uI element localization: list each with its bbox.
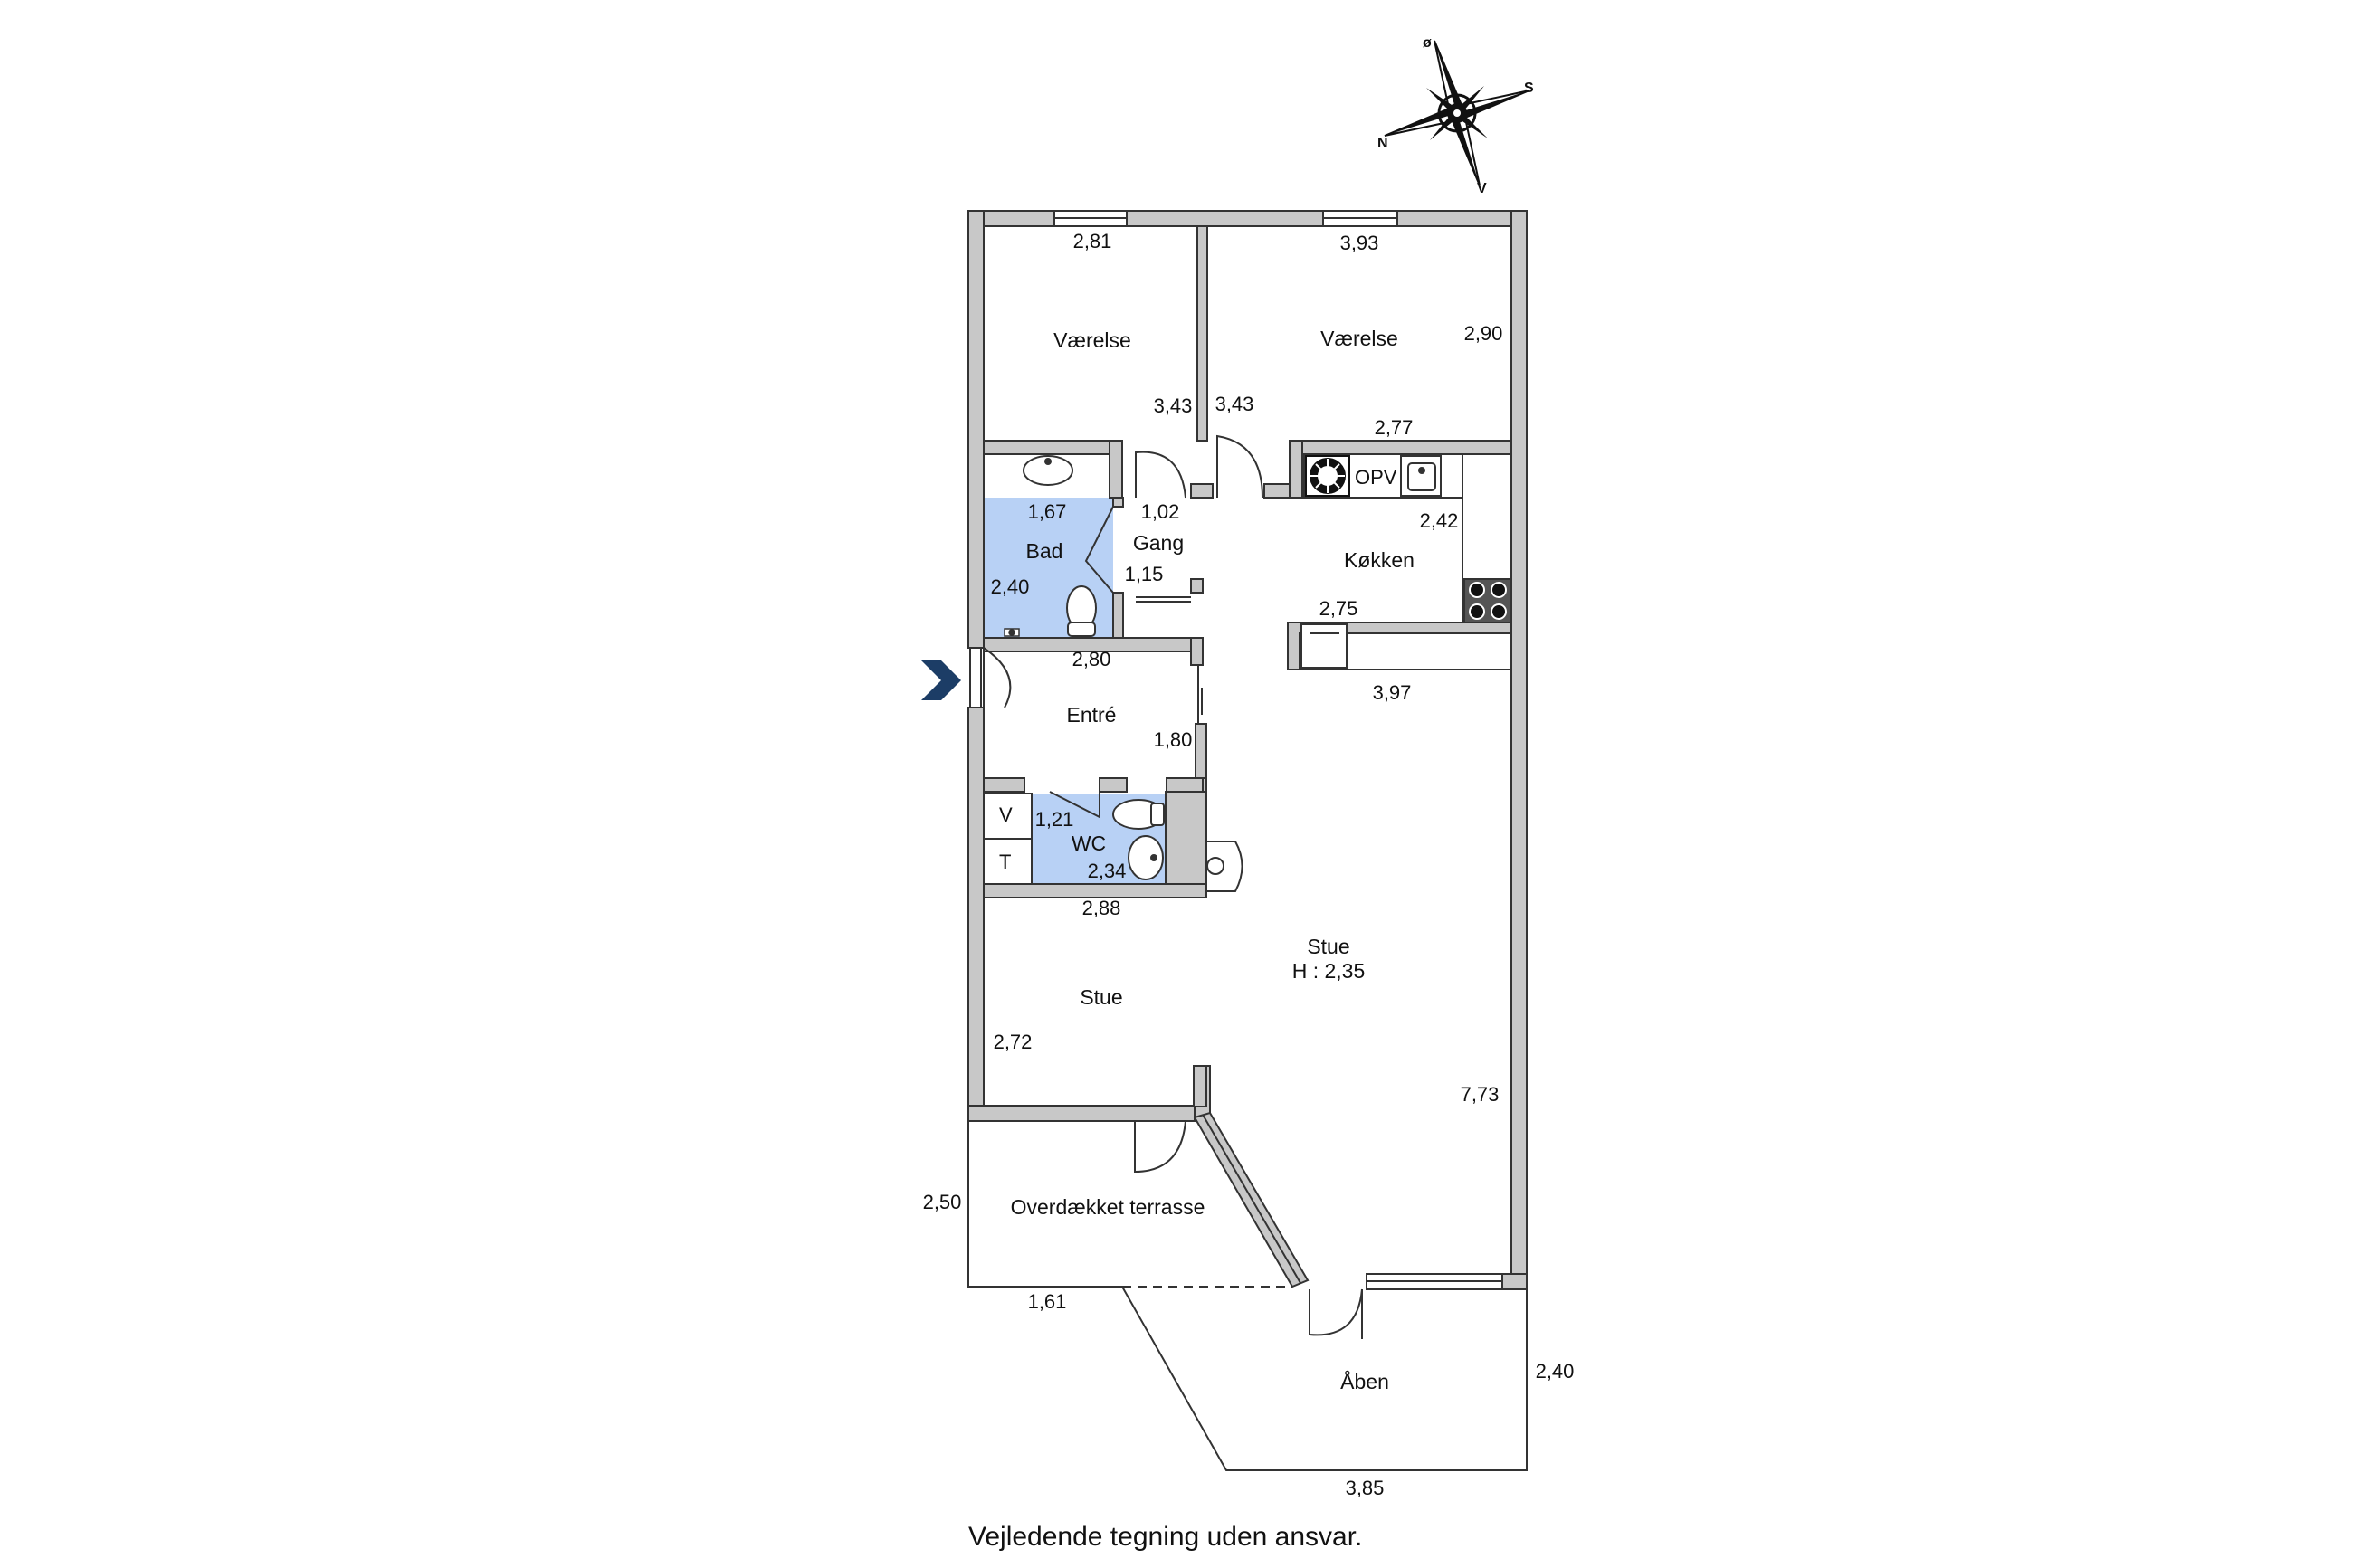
dim-entry-depth: 1,80	[1154, 728, 1193, 751]
dim-bed2-width: 3,93	[1340, 232, 1379, 254]
toilet-icon	[1066, 585, 1097, 637]
room-label-bath: Bad	[1026, 539, 1063, 563]
meter-icon	[1205, 841, 1243, 892]
disclaimer-caption: Vejledende tegning uden ansvar.	[968, 1522, 1362, 1552]
fan-icon	[1305, 455, 1350, 497]
room-label-entry: Entré	[1067, 703, 1117, 727]
dim-bath-width: 1,67	[1028, 500, 1067, 523]
dim-living-left-width: 2,88	[1082, 897, 1121, 919]
room-label-living-main: Stue	[1307, 935, 1349, 958]
kitchen-cabinet	[1300, 623, 1348, 669]
dim-living-depth: 7,73	[1461, 1083, 1500, 1106]
windows	[1053, 210, 1503, 1290]
wc-sink-icon	[1128, 835, 1164, 880]
dim-terrace-width: 1,61	[1028, 1290, 1067, 1313]
dryer-label: T	[999, 851, 1011, 873]
walls	[967, 210, 1528, 1290]
compass-w-label: V	[1477, 181, 1487, 196]
compass-n-label: N	[1377, 136, 1388, 151]
entrance-arrow-icon	[921, 660, 961, 700]
room-label-terrace-open: Åben	[1340, 1369, 1389, 1393]
dim-hall-depth: 1,15	[1125, 563, 1164, 585]
room-label-bedroom1: Værelse	[1053, 328, 1131, 352]
room-label-wc: WC	[1072, 832, 1106, 855]
dim-bed1-depth: 3,43	[1154, 394, 1193, 417]
stove-icon	[1469, 582, 1507, 620]
dim-kitchen-top: 2,77	[1375, 416, 1414, 439]
dim-bed2-depth: 3,43	[1215, 393, 1254, 415]
dim-entry-width: 2,80	[1072, 648, 1111, 670]
dim-wc-depth: 2,34	[1088, 860, 1127, 882]
room-label-bedroom2: Værelse	[1320, 327, 1398, 350]
room-label-terrace-covered: Overdækket terrasse	[1011, 1195, 1205, 1219]
dim-bed1-width: 2,81	[1073, 230, 1112, 252]
dim-bed2-side: 2,90	[1464, 322, 1503, 345]
room-label-kitchen: Køkken	[1344, 548, 1415, 572]
terrace-outline	[967, 1121, 1528, 1471]
dim-living-left-depth: 2,72	[994, 1031, 1033, 1053]
room-label-hall: Gang	[1133, 531, 1184, 555]
compass-rose-icon	[1384, 40, 1530, 186]
wc-toilet-icon	[1112, 799, 1165, 830]
washbasin-icon	[1023, 455, 1073, 486]
compass-e-label: ø	[1423, 35, 1432, 51]
diagonal-glass-wall	[1193, 1111, 1310, 1288]
dim-kitchen-bottom: 2,75	[1319, 597, 1358, 620]
washer-label: V	[999, 803, 1013, 826]
room-label-living-left: Stue	[1080, 985, 1122, 1009]
dim-living-width: 3,97	[1373, 681, 1412, 704]
dim-terrace-depth: 2,50	[923, 1191, 962, 1213]
dim-open-width: 3,85	[1346, 1477, 1385, 1499]
compass-s-label: S	[1524, 81, 1534, 96]
doors	[969, 434, 1363, 1339]
dim-wc-width: 1,21	[1035, 808, 1074, 831]
dim-bath-depth: 2,40	[991, 575, 1030, 598]
opv-label: OPV	[1355, 466, 1397, 489]
dim-kitchen-side: 2,42	[1420, 509, 1459, 532]
sink-icon	[1400, 455, 1442, 497]
dim-open-depth: 2,40	[1536, 1360, 1575, 1383]
washer-dryer-box	[983, 793, 1033, 885]
shower-icon	[1004, 628, 1020, 637]
dim-hall-width: 1,02	[1141, 500, 1180, 523]
room-label-living-height: H : 2,35	[1292, 959, 1366, 983]
